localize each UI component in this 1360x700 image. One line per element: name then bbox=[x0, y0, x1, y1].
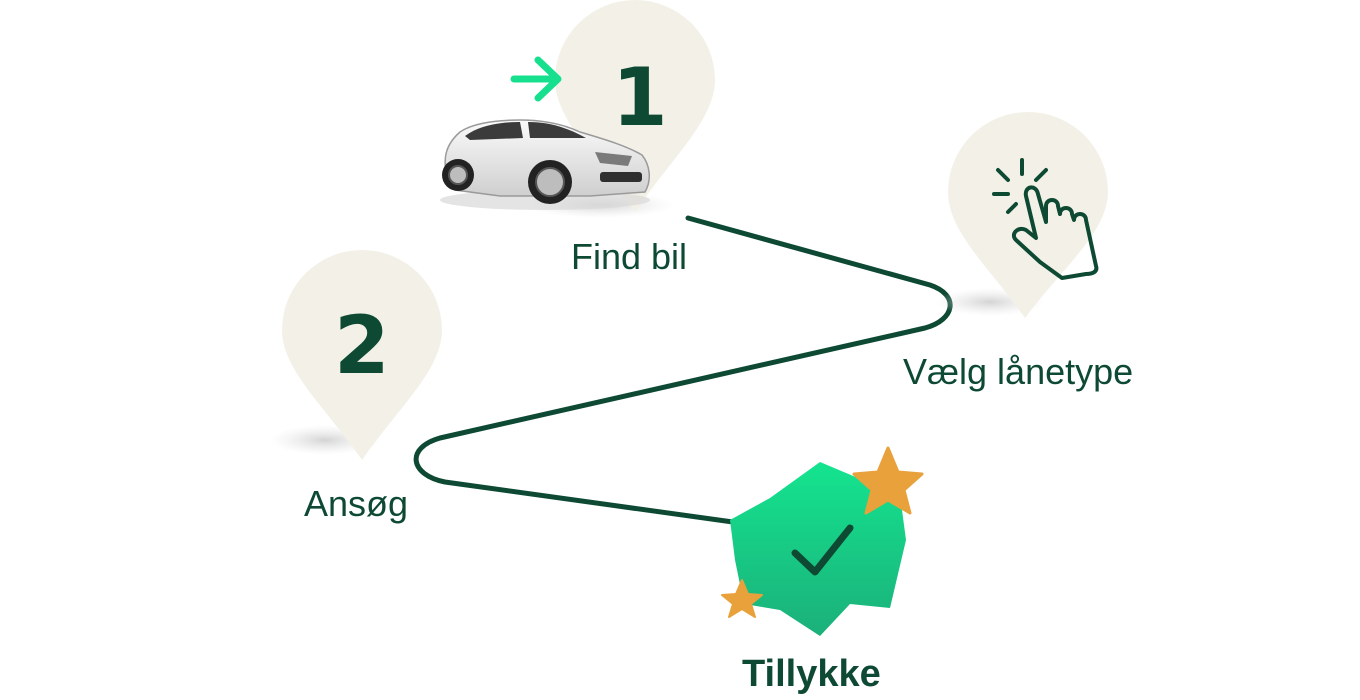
arrow-right-icon bbox=[510, 56, 562, 102]
step-label-tillykke: Tillykke bbox=[742, 653, 881, 695]
check-badge-icon bbox=[730, 462, 906, 636]
step-2-number: 2 bbox=[334, 299, 390, 392]
pin-step-2 bbox=[270, 250, 442, 460]
step-label-vaelg-laanetype: Vælg lånetype bbox=[903, 351, 1134, 392]
pointing-hand-icon bbox=[992, 158, 1099, 280]
star-icon-large bbox=[852, 446, 924, 515]
step-label-ansog: Ansøg bbox=[304, 483, 409, 524]
step-label-find-bil: Find bil bbox=[571, 236, 688, 277]
car-icon bbox=[440, 119, 650, 210]
pin-step-vaelg bbox=[935, 112, 1108, 318]
step-1-number: 1 bbox=[612, 51, 668, 144]
star-icon-small bbox=[721, 579, 763, 618]
